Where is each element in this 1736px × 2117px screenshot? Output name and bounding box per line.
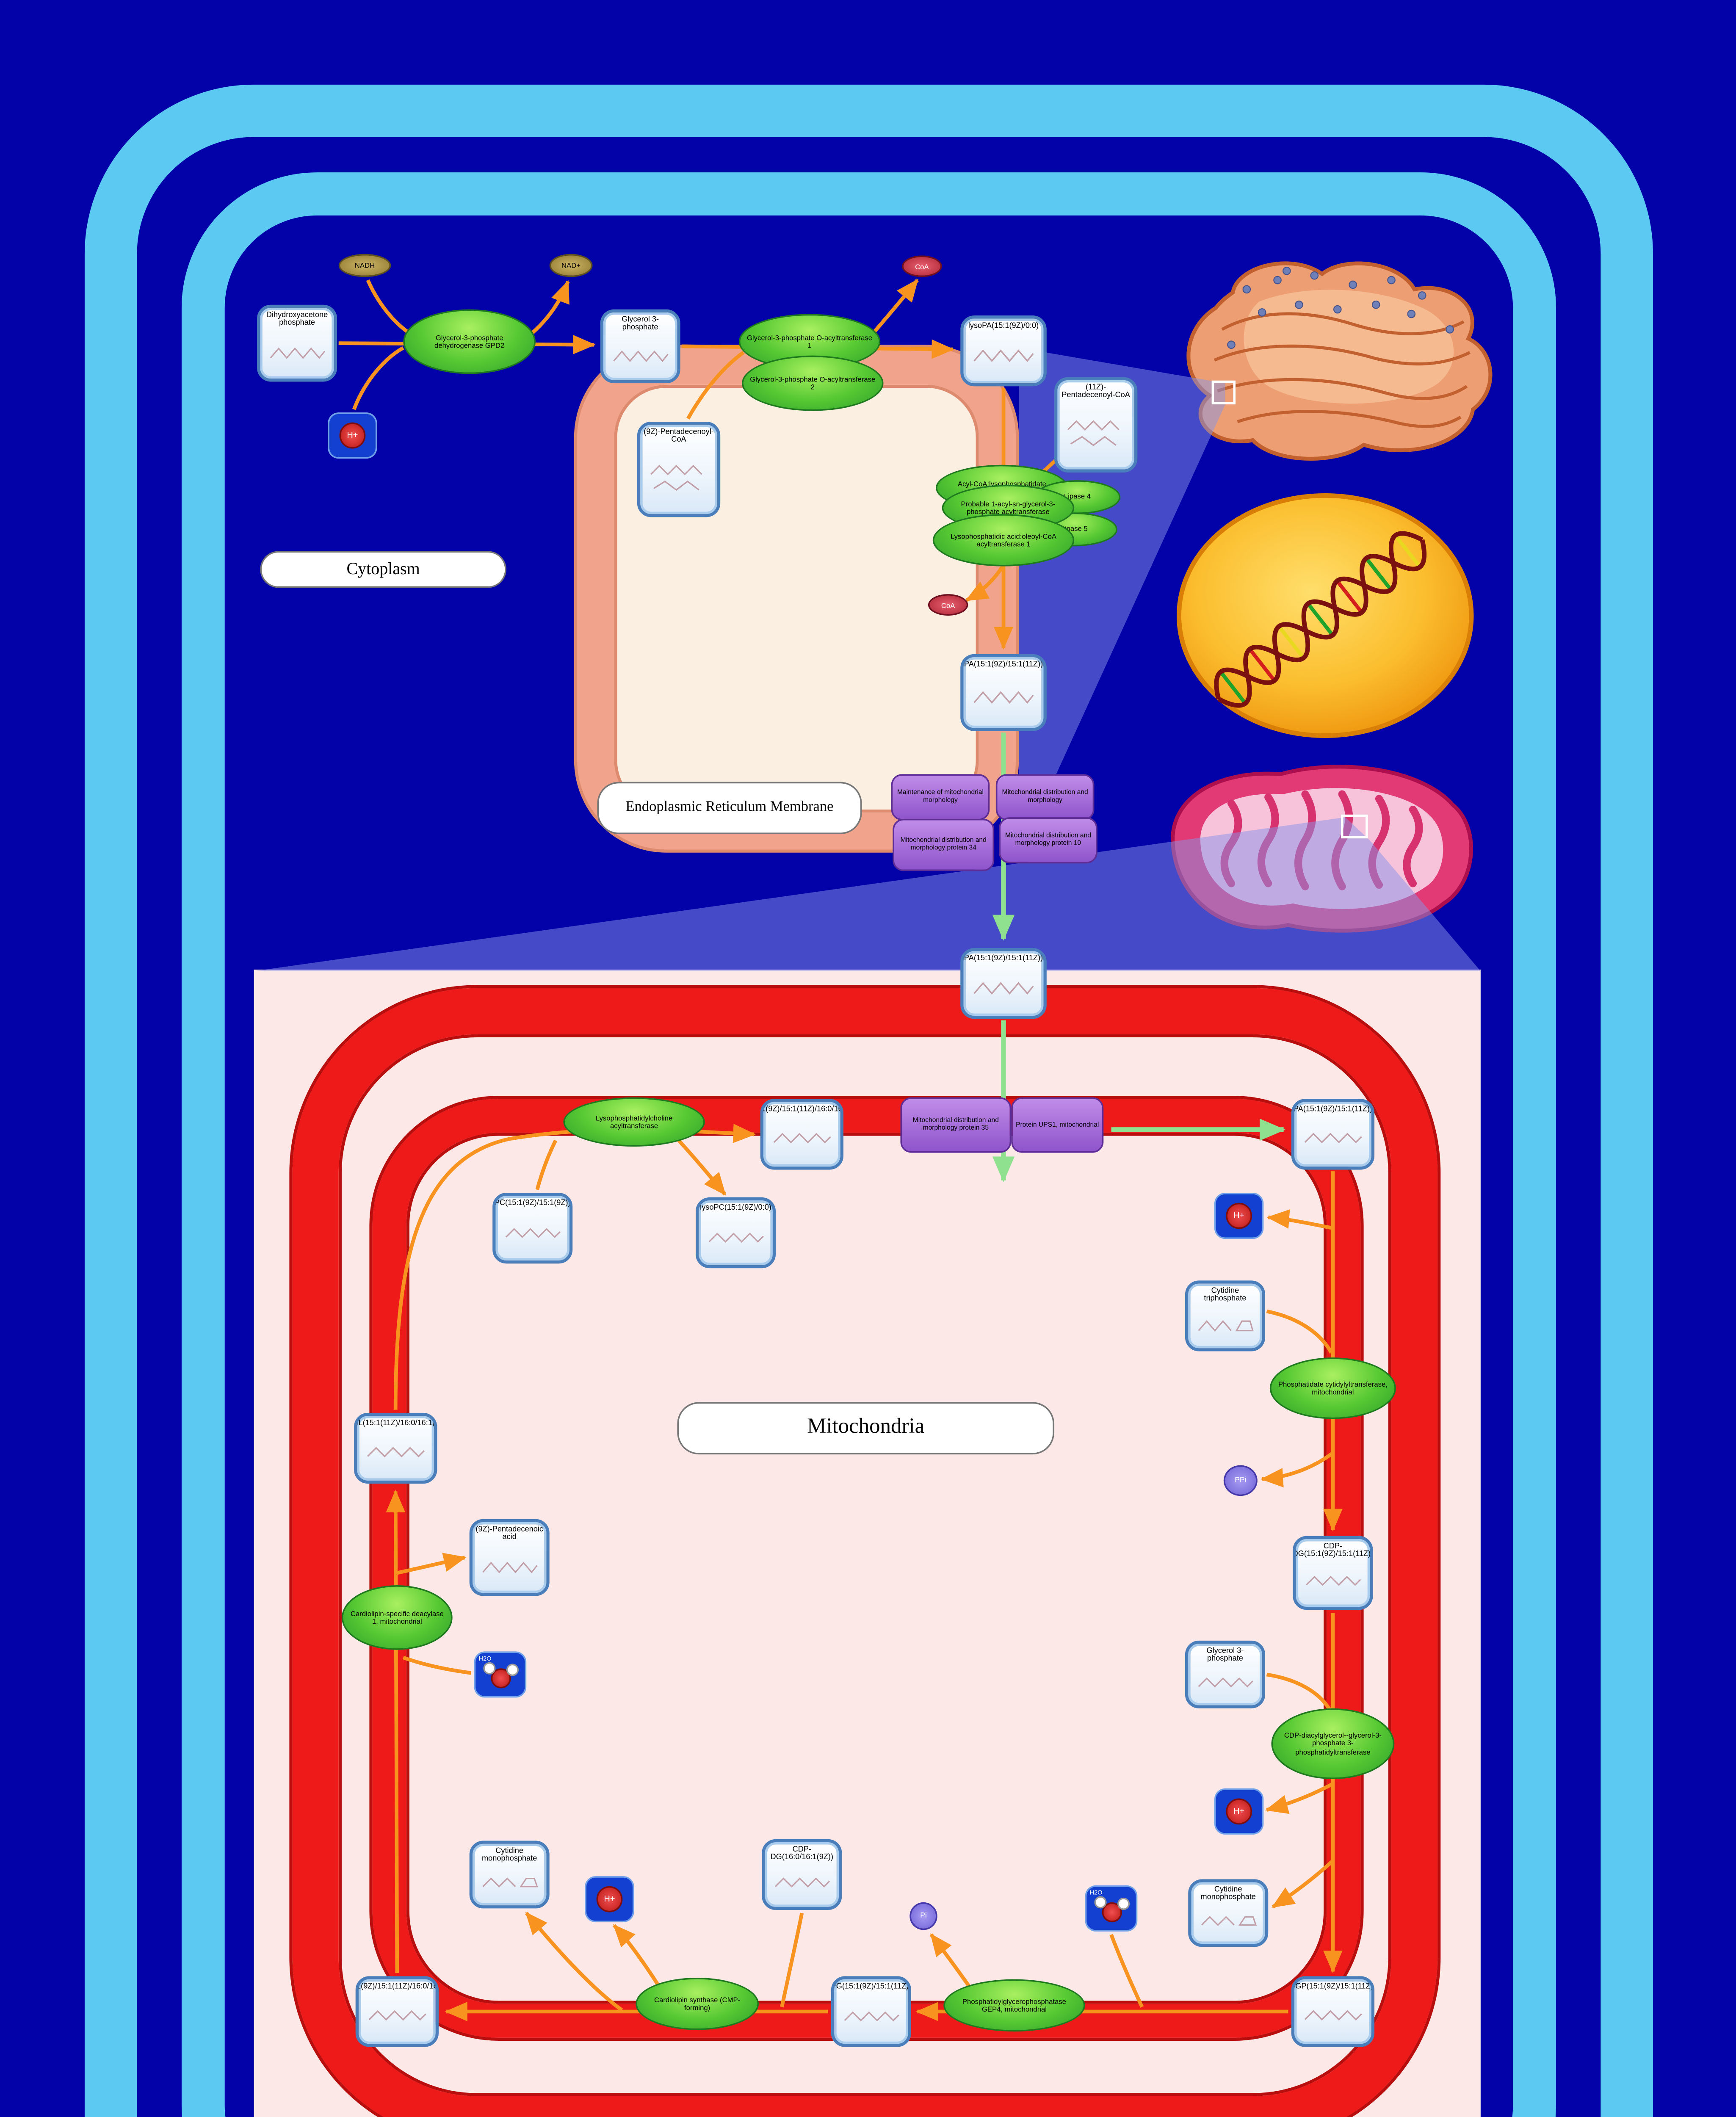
enzyme-pgs1[interactable]: CDP-diacylglycerol--glycerol-3-phosphate…	[1271, 1708, 1395, 1780]
metabolite-nadh[interactable]: NADH	[338, 254, 391, 277]
structure-sketch	[368, 2010, 426, 2021]
metabolite-pc[interactable]: PC(15:1(9Z)/15:1(9Z))	[492, 1193, 573, 1264]
proton-node-1[interactable]: H+	[328, 412, 377, 459]
proton-node-4[interactable]: H+	[585, 1876, 634, 1923]
metabolite-g3p-er[interactable]: Glycerol 3-phosphate	[600, 309, 680, 384]
hydrogen-atom-icon	[483, 1662, 496, 1675]
metabolite-pentadecenoyl-coa-9z[interactable]: (9Z)-Pentadecenoyl-CoA	[637, 421, 721, 517]
zoom-callout-wedges	[254, 348, 1481, 971]
proton-icon: H+	[596, 1886, 623, 1912]
structure-sketch	[1304, 2010, 1362, 2021]
metabolite-pa-ims[interactable]: PA(15:1(9Z)/15:1(11Z))	[960, 948, 1047, 1019]
metabolite-pg[interactable]: PG(15:1(9Z)/15:1(11Z))	[831, 1976, 911, 2047]
protein-mdm10[interactable]: Mitochondrial distribution and morpholog…	[999, 817, 1097, 864]
structure-sketch	[708, 1232, 763, 1242]
structure-sketch	[612, 350, 668, 362]
structure-sketch	[773, 1133, 831, 1144]
metabolite-pi[interactable]: Pi	[909, 1902, 937, 1930]
enzyme-cld1[interactable]: Cardiolipin-specific deacylase 1, mitoch…	[341, 1585, 453, 1650]
proton-icon: H+	[1226, 1202, 1252, 1229]
structure-sketch	[774, 1878, 829, 1888]
structure-sketch	[1197, 1678, 1253, 1689]
metabolite-coa-1[interactable]: CoA	[902, 255, 942, 277]
mito-outer-membrane	[292, 988, 1438, 2117]
enzyme-gpat2[interactable]: Glycerol-3-phosphate O-acyltransferase 2	[742, 355, 884, 411]
enzyme-tam41[interactable]: Phosphatidate cytidylyltransferase, mito…	[1269, 1357, 1396, 1419]
enzyme-cardiolipin-synthase[interactable]: Cardiolipin synthase (CMP-forming)	[636, 1977, 759, 2030]
hydrogen-atom-icon	[1117, 1897, 1130, 1910]
protein-ups1[interactable]: Protein UPS1, mitochondrial	[1011, 1097, 1104, 1153]
metabolite-cl-top[interactable]: CL(15:1(9Z)/15:1(11Z)/16:0/16:1(9Z))	[760, 1099, 843, 1170]
protein-mdm[interactable]: Mitochondrial distribution and morpholog…	[995, 774, 1095, 821]
structure-sketch	[973, 349, 1034, 362]
protein-mmm1[interactable]: Maintenance of mitochondrial morphology	[891, 774, 990, 821]
structure-sketch	[269, 346, 325, 359]
metabolite-cl-bottom[interactable]: CL(15:1(9Z)/15:1(11Z)/16:0/16:1(9Z))	[355, 1976, 439, 2047]
proton-node-2[interactable]: H+	[1214, 1193, 1264, 1239]
structure-sketch	[367, 1447, 425, 1458]
er-membrane-label: Endoplasmic Reticulum Membrane	[597, 782, 862, 835]
structure-sketch	[482, 1878, 538, 1888]
metabolite-pa-im[interactable]: PA(15:1(9Z)/15:1(11Z))	[1291, 1099, 1375, 1170]
hydrogen-atom-icon	[506, 1664, 519, 1676]
proton-icon: H+	[1226, 1798, 1252, 1825]
mitochondria-label: Mitochondria	[677, 1402, 1054, 1455]
metabolite-lysopa[interactable]: lysoPA(15:1(9Z)/0:0)	[960, 315, 1047, 387]
metabolite-cmp-1[interactable]: Cytidine monophosphate	[1188, 1879, 1269, 1947]
metabolite-cmp-2[interactable]: Cytidine monophosphate	[469, 1841, 550, 1909]
structure-sketch	[1197, 1319, 1253, 1331]
hydrogen-atom-icon	[1094, 1896, 1107, 1909]
er-illustration	[1186, 261, 1493, 461]
enzyme-lpcat[interactable]: Lysophosphatidylcholine acyltransferase	[563, 1097, 705, 1147]
structure-sketch	[1067, 420, 1119, 446]
metabolite-g3p-mito[interactable]: Glycerol 3-phosphate	[1185, 1640, 1265, 1708]
metabolite-coa-2[interactable]: CoA	[928, 594, 968, 616]
metabolite-lysopc[interactable]: lysoPC(15:1(9Z)/0:0)	[696, 1197, 776, 1269]
cytoplasm-label: Cytoplasm	[260, 551, 506, 588]
cell-inner-membrane	[181, 172, 1556, 2117]
structure-sketch	[482, 1561, 537, 1573]
structure-sketch	[843, 2011, 899, 2021]
proton-node-3[interactable]: H+	[1214, 1788, 1264, 1835]
enzyme-gep4[interactable]: Phosphatidylglycerophosphatase GEP4, mit…	[943, 1979, 1085, 2032]
enzyme-lpa-oleoyl-coa-acyltransferase[interactable]: Lysophosphatidic acid:oleoyl-CoA acyltra…	[932, 514, 1075, 567]
water-node-2[interactable]: H2O	[474, 1651, 527, 1698]
structure-sketch	[973, 982, 1034, 995]
nucleus-illustration	[1176, 493, 1474, 738]
metabolite-dhap[interactable]: Dihydroxyacetone phosphate	[257, 304, 337, 382]
metabolite-pentadecenoic-acid[interactable]: (9Z)-Pentadecenoic acid	[469, 1519, 550, 1596]
dna-helix-icon	[1214, 531, 1427, 708]
metabolite-cdp-dg-1[interactable]: CDP-DG(15:1(9Z)/15:1(11Z))	[1293, 1536, 1373, 1610]
metabolite-pa-er[interactable]: PA(15:1(9Z)/15:1(11Z))	[960, 654, 1047, 731]
protein-mdm35[interactable]: Mitochondrial distribution and morpholog…	[900, 1097, 1012, 1153]
enzyme-gpd2[interactable]: Glycerol-3-phosphate dehydrogenase GPD2	[403, 309, 536, 374]
metabolite-cdp-dg-2[interactable]: CDP-DG(16:0/16:1(9Z))	[762, 1839, 842, 1910]
protein-mdm34[interactable]: Mitochondrial distribution and morpholog…	[893, 818, 995, 871]
structure-sketch	[505, 1227, 560, 1238]
water-node-1[interactable]: H2O	[1085, 1885, 1138, 1932]
metabolite-pentadecenoyl-coa-11z[interactable]: (11Z)-Pentadecenoyl-CoA	[1054, 377, 1138, 473]
cell-outer-membrane	[84, 84, 1653, 2117]
metabolite-mlcl[interactable]: MLCL(15:1(11Z)/16:0/16:1(9Z))	[354, 1412, 437, 1484]
metabolite-ppi[interactable]: PPi	[1223, 1465, 1258, 1496]
metabolite-pgp[interactable]: PGP(15:1(9Z)/15:1(11Z))	[1291, 1976, 1375, 2047]
metabolite-ctp[interactable]: Cytidine triphosphate	[1185, 1280, 1265, 1351]
proton-icon: H+	[339, 422, 366, 449]
structure-sketch	[1305, 1576, 1360, 1587]
structure-sketch	[650, 464, 702, 490]
structure-sketch	[1304, 1133, 1362, 1144]
structure-sketch	[973, 691, 1034, 704]
structure-sketch	[1200, 1916, 1256, 1927]
metabolite-nad[interactable]: NAD+	[549, 254, 593, 277]
